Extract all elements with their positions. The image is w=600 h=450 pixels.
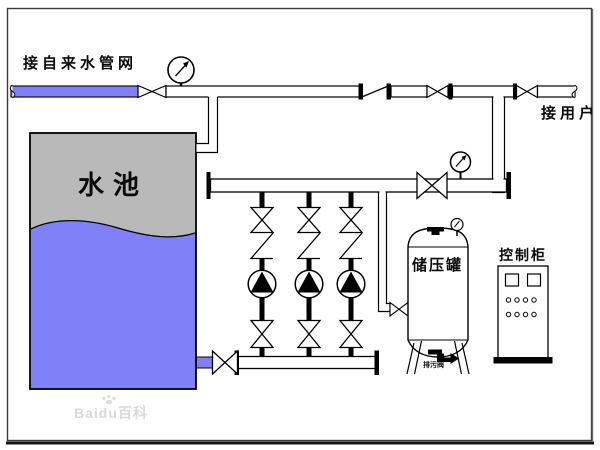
label-tap-water-network: 接自来水管网 xyxy=(23,55,138,72)
pump-icon xyxy=(294,269,324,299)
cabinet-base xyxy=(493,357,553,364)
header-pressure-gauge-icon xyxy=(449,151,472,180)
indicator-window-icon xyxy=(504,273,520,287)
suction-header-pipe xyxy=(196,349,379,376)
check-valve-icon xyxy=(296,232,321,260)
label-drain-valve: 排污阀 xyxy=(423,362,444,369)
pressure-gauge-icon xyxy=(167,56,195,87)
tank-pressure-gauge-icon xyxy=(450,217,464,236)
label-to-user: 接用户 xyxy=(541,105,599,122)
flexible-joint-icon xyxy=(362,85,388,98)
discharge-valve-icon xyxy=(338,206,364,234)
cabinet-buttons xyxy=(505,297,537,318)
discharge-valve-icon xyxy=(249,206,275,234)
check-valve-icon xyxy=(338,232,363,260)
label-pressure-tank: 储压罐 xyxy=(412,257,464,274)
pump-branches xyxy=(247,192,366,358)
tank-top-nozzle-icon xyxy=(427,227,444,235)
indicator-window-icon xyxy=(526,273,542,287)
label-control-cabinet: 控制柜 xyxy=(499,247,547,263)
blue-inlet-pipe xyxy=(10,85,139,98)
tank-legs xyxy=(406,340,470,375)
pump-icon xyxy=(336,269,366,299)
drain-pipe-icon xyxy=(428,349,459,364)
tap-water-inlet-pipe xyxy=(9,56,578,100)
discharge-valve-icon xyxy=(296,206,322,234)
watermark: Baidu百科 xyxy=(74,405,148,421)
pump-branch-1 xyxy=(247,192,277,358)
pipe-break-right-icon xyxy=(571,84,578,99)
control-cabinet xyxy=(493,265,553,364)
tank-outlet-stub xyxy=(196,356,213,369)
water-surface-wave xyxy=(30,219,196,238)
watermark-paw-icon xyxy=(102,394,116,405)
tank-fill-pipe xyxy=(196,96,219,154)
check-valve-icon xyxy=(249,232,274,260)
water-tank xyxy=(29,132,197,390)
pump-branch-2 xyxy=(294,192,324,358)
tank-outlet-valve-icon xyxy=(211,349,239,376)
pressure-tank xyxy=(406,217,470,375)
label-water-tank: 水池 xyxy=(78,170,149,200)
discharge-header-pipe xyxy=(206,151,511,200)
pump-branch-3 xyxy=(336,192,366,358)
water-fill xyxy=(31,220,195,388)
pump-icon xyxy=(247,269,277,299)
bypass-valve-icon xyxy=(426,84,449,99)
pipe-break-left-icon xyxy=(9,84,16,99)
header-valve-icon xyxy=(416,171,448,200)
